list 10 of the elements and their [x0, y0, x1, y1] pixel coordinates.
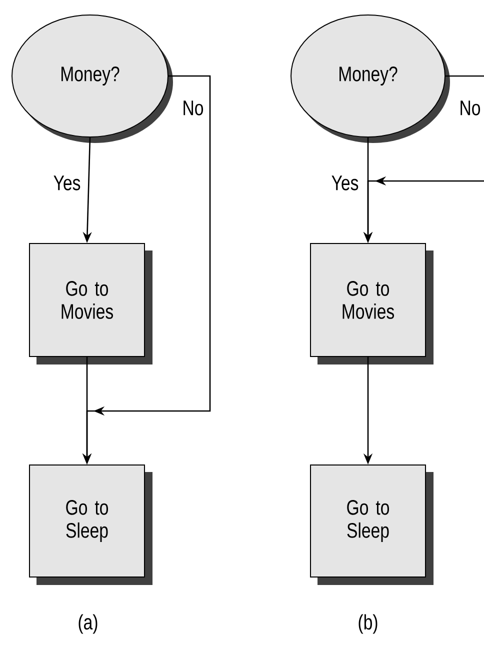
- process-box: Go to Sleep: [29, 464, 152, 585]
- process-box: Go to Sleep: [310, 464, 434, 585]
- process-box: Go to Movies: [29, 243, 152, 364]
- edge-label: Yes: [52, 174, 82, 192]
- edge-label: Yes: [330, 174, 360, 192]
- process-box: Go to Movies: [310, 243, 434, 364]
- edge-label: No: [458, 100, 482, 116]
- panel-label: (b): [358, 614, 378, 634]
- edge-label: No: [181, 100, 205, 116]
- panel-label: (a): [78, 614, 98, 634]
